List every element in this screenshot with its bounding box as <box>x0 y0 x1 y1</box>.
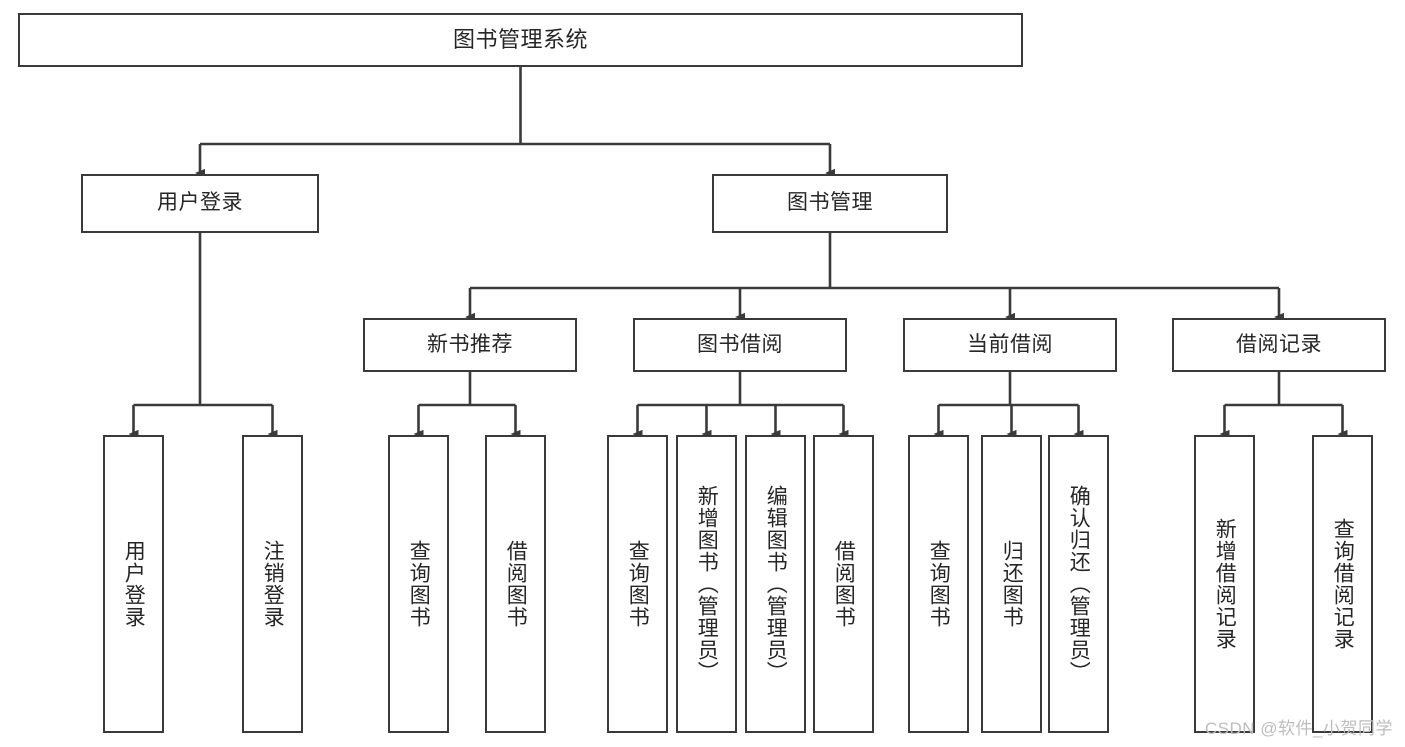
node-leaf-edit-book[interactable]: 编辑图书（管理员） <box>745 435 806 733</box>
node-label: 新书推荐 <box>427 332 513 356</box>
node-book-borrow[interactable]: 图书借阅 <box>633 318 847 372</box>
node-label: 归还图书 <box>1000 540 1024 628</box>
node-label: 图书借阅 <box>697 332 783 356</box>
node-new-book-rec[interactable]: 新书推荐 <box>363 318 577 372</box>
node-leaf-query-book-cur[interactable]: 查询图书 <box>908 435 969 733</box>
node-label: 查询借阅记录 <box>1331 518 1355 650</box>
node-label: 查询图书 <box>407 540 431 628</box>
node-leaf-return-book[interactable]: 归还图书 <box>981 435 1042 733</box>
node-label: 注销登录 <box>261 540 285 628</box>
node-leaf-borrow-book[interactable]: 借阅图书 <box>813 435 874 733</box>
node-leaf-add-record[interactable]: 新增借阅记录 <box>1194 435 1255 733</box>
node-label: 新增借阅记录 <box>1213 518 1237 650</box>
node-user-login[interactable]: 用户登录 <box>81 174 319 233</box>
node-leaf-query-book-rec[interactable]: 查询图书 <box>388 435 449 733</box>
node-leaf-query-book[interactable]: 查询图书 <box>607 435 668 733</box>
node-leaf-query-record[interactable]: 查询借阅记录 <box>1312 435 1373 733</box>
node-leaf-add-book[interactable]: 新增图书（管理员） <box>676 435 737 733</box>
node-label: 当前借阅 <box>967 332 1053 356</box>
node-leaf-confirm-return[interactable]: 确认归还（管理员） <box>1048 435 1109 733</box>
node-leaf-logout[interactable]: 注销登录 <box>242 435 303 733</box>
node-label: 用户登录 <box>122 540 146 628</box>
node-label: 图书管理 <box>787 191 873 215</box>
node-label: 编辑图书（管理员） <box>764 485 788 683</box>
node-label: 图书管理系统 <box>452 27 588 53</box>
node-borrow-record[interactable]: 借阅记录 <box>1172 318 1386 372</box>
node-leaf-borrow-book-rec[interactable]: 借阅图书 <box>485 435 546 733</box>
node-book-manage[interactable]: 图书管理 <box>712 174 948 233</box>
node-label: 借阅图书 <box>504 540 528 628</box>
node-label: 新增图书（管理员） <box>695 485 719 683</box>
watermark-label: CSDN @软件_小贺同学 <box>1204 719 1393 738</box>
node-label: 查询图书 <box>927 540 951 628</box>
node-leaf-user-login[interactable]: 用户登录 <box>103 435 164 733</box>
node-label: 确认归还（管理员） <box>1067 485 1091 683</box>
node-label: 查询图书 <box>626 540 650 628</box>
node-label: 借阅记录 <box>1236 332 1322 356</box>
node-current-borrow[interactable]: 当前借阅 <box>903 318 1117 372</box>
node-label: 借阅图书 <box>832 540 856 628</box>
node-root[interactable]: 图书管理系统 <box>18 13 1023 67</box>
node-label: 用户登录 <box>157 191 243 215</box>
